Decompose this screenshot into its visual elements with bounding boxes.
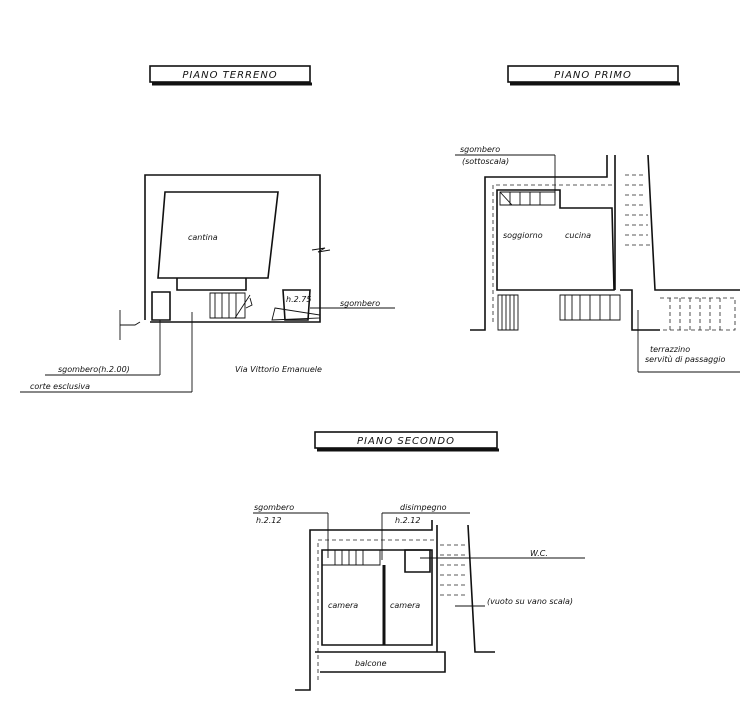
first-floor-plan: sgombero (sottoscala) soggiorno cucina t… [455,145,740,373]
title-ground-floor: PIANO TERRENO [149,65,312,86]
label-balcone: balcone [355,659,387,668]
title-second-floor: PIANO SECONDO [314,431,499,452]
label-sgombero: sgombero [254,503,294,512]
label-corte-esclusiva: corte esclusiva [30,382,90,391]
label-sottoscala: (sottoscala) [462,157,509,166]
label-sgombero-left: sgombero(h.2.00) [58,365,130,374]
label-cucina: cucina [565,231,591,240]
label-disimpegno-height: h.2.12 [395,516,420,525]
label-disimpegno: disimpegno [400,503,447,512]
label-sgombero-right: sgombero [340,299,380,308]
title-second-text: PIANO SECONDO [357,436,455,447]
label-sgombero-height: h.2.12 [256,516,281,525]
label-street: Via Vittorio Emanuele [235,365,322,374]
label-vuoto-vano-scala: (vuoto su vano scala) [487,597,573,606]
label-camera-1: camera [328,601,358,610]
label-wc: W.C. [530,549,548,558]
title-first-floor: PIANO PRIMO [507,65,680,86]
title-ground-text: PIANO TERRENO [182,70,277,81]
label-sgombero: sgombero [460,145,500,154]
label-terrazzino: terrazzino [650,345,690,354]
second-floor-plan: sgombero h.2.12 disimpegno h.2.12 W.C. c… [253,503,585,691]
title-first-text: PIANO PRIMO [554,70,632,81]
label-cantina: cantina [188,233,218,242]
label-camera-2: camera [390,601,420,610]
label-sgombero-height: h.2.75 [286,295,311,304]
ground-floor-plan: cantina h.2.75 sgombero sgombero(h.2.00)… [20,174,395,393]
label-servitu: servitù di passaggio [645,355,726,364]
label-soggiorno: soggiorno [503,231,543,240]
